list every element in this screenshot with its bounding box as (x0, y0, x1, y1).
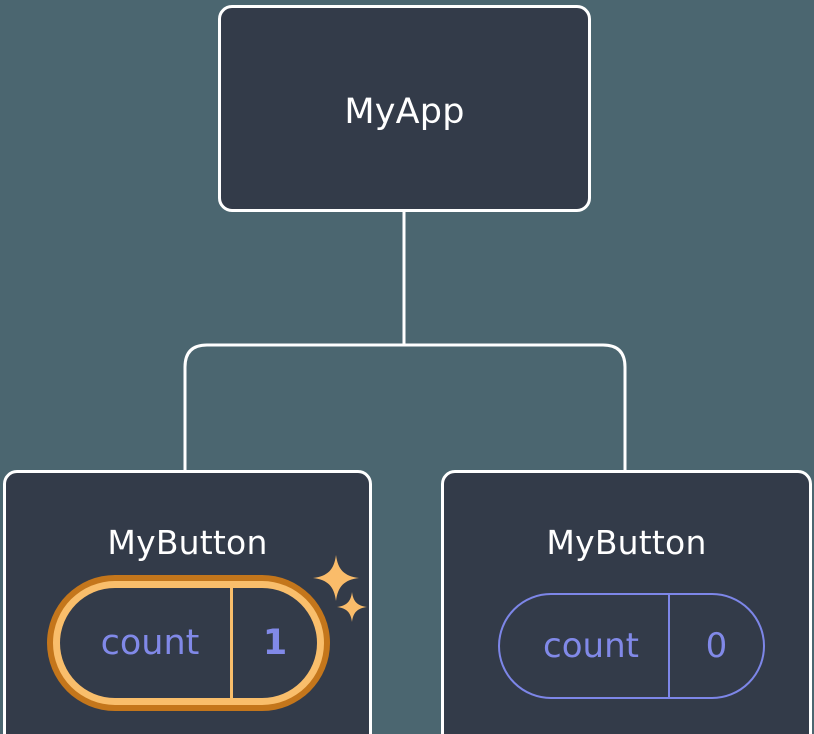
state-pill-inner-ring: count 1 (53, 581, 324, 705)
node-mybutton-2[interactable]: MyButton count 0 (441, 470, 812, 734)
state-value-label: 0 (705, 626, 728, 666)
node-mybutton-2-title: MyButton (546, 523, 707, 562)
state-key-label: count (60, 588, 233, 698)
connector-branch-bus (183, 343, 627, 470)
state-key-label: count (500, 595, 670, 697)
node-mybutton-1[interactable]: MyButton count 1 (3, 470, 372, 734)
node-mybutton-1-title: MyButton (107, 523, 268, 562)
state-pill-core: count 1 (60, 588, 317, 698)
state-pill-plain[interactable]: count 0 (498, 593, 765, 699)
state-value-label: 1 (262, 623, 288, 663)
state-pill-highlighted[interactable]: count 1 (47, 575, 330, 711)
node-myapp-title: MyApp (344, 92, 465, 132)
node-myapp[interactable]: MyApp (218, 5, 591, 212)
